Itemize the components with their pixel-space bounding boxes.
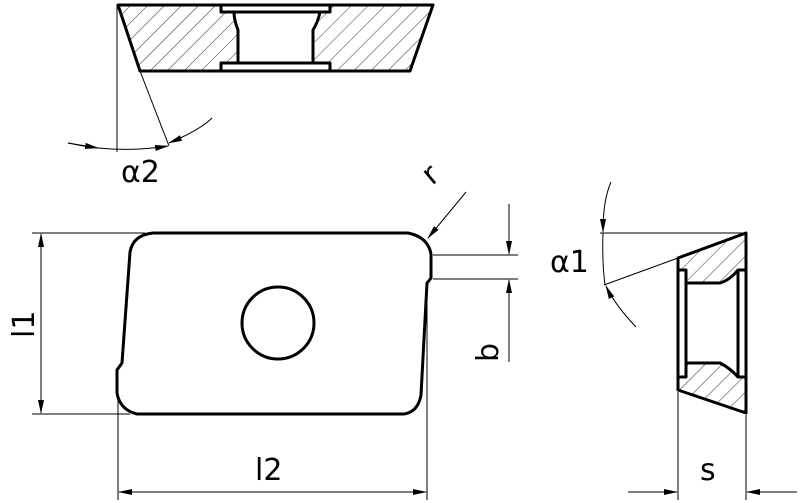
bore-left bbox=[232, 11, 240, 63]
r-leader bbox=[427, 191, 467, 239]
side-section-view: α1 s bbox=[550, 181, 797, 500]
top-slot bbox=[219, 5, 332, 14]
alpha2-arc-3 bbox=[67, 142, 99, 149]
left-slot bbox=[678, 268, 688, 379]
side-view-outline bbox=[676, 231, 748, 415]
insert-outline bbox=[115, 231, 433, 416]
alpha1-arc-top bbox=[600, 181, 612, 233]
plan-view: l1 l2 b r bbox=[7, 157, 518, 500]
r-label: r bbox=[415, 157, 447, 192]
l1-label: l1 bbox=[7, 311, 42, 338]
alpha1-arc bbox=[602, 232, 606, 286]
alpha2-arc bbox=[67, 142, 169, 151]
s-label: s bbox=[700, 453, 716, 488]
left-hatched-section bbox=[118, 5, 239, 71]
b-label: b bbox=[471, 343, 506, 362]
alpha1-arc-bottom bbox=[605, 285, 637, 328]
center-hole bbox=[240, 285, 316, 361]
l2-label: l2 bbox=[255, 453, 282, 488]
bore-top bbox=[686, 269, 740, 285]
bottom-slot bbox=[219, 61, 332, 71]
lower-hatched-section bbox=[678, 363, 746, 413]
top-section-view: α2 bbox=[67, 3, 435, 190]
upper-hatched-section bbox=[678, 233, 746, 283]
right-slot bbox=[736, 268, 746, 379]
alpha1-extension-slant bbox=[603, 257, 679, 286]
alpha1-label: α1 bbox=[550, 245, 589, 280]
right-hatched-section bbox=[313, 5, 433, 71]
bore-bottom bbox=[686, 361, 740, 379]
bore-right bbox=[311, 11, 322, 63]
alpha2-label: α2 bbox=[121, 155, 160, 190]
alpha2-extension-slant bbox=[139, 70, 170, 147]
top-view-outline bbox=[116, 3, 435, 73]
alpha2-arc-2 bbox=[168, 117, 213, 144]
